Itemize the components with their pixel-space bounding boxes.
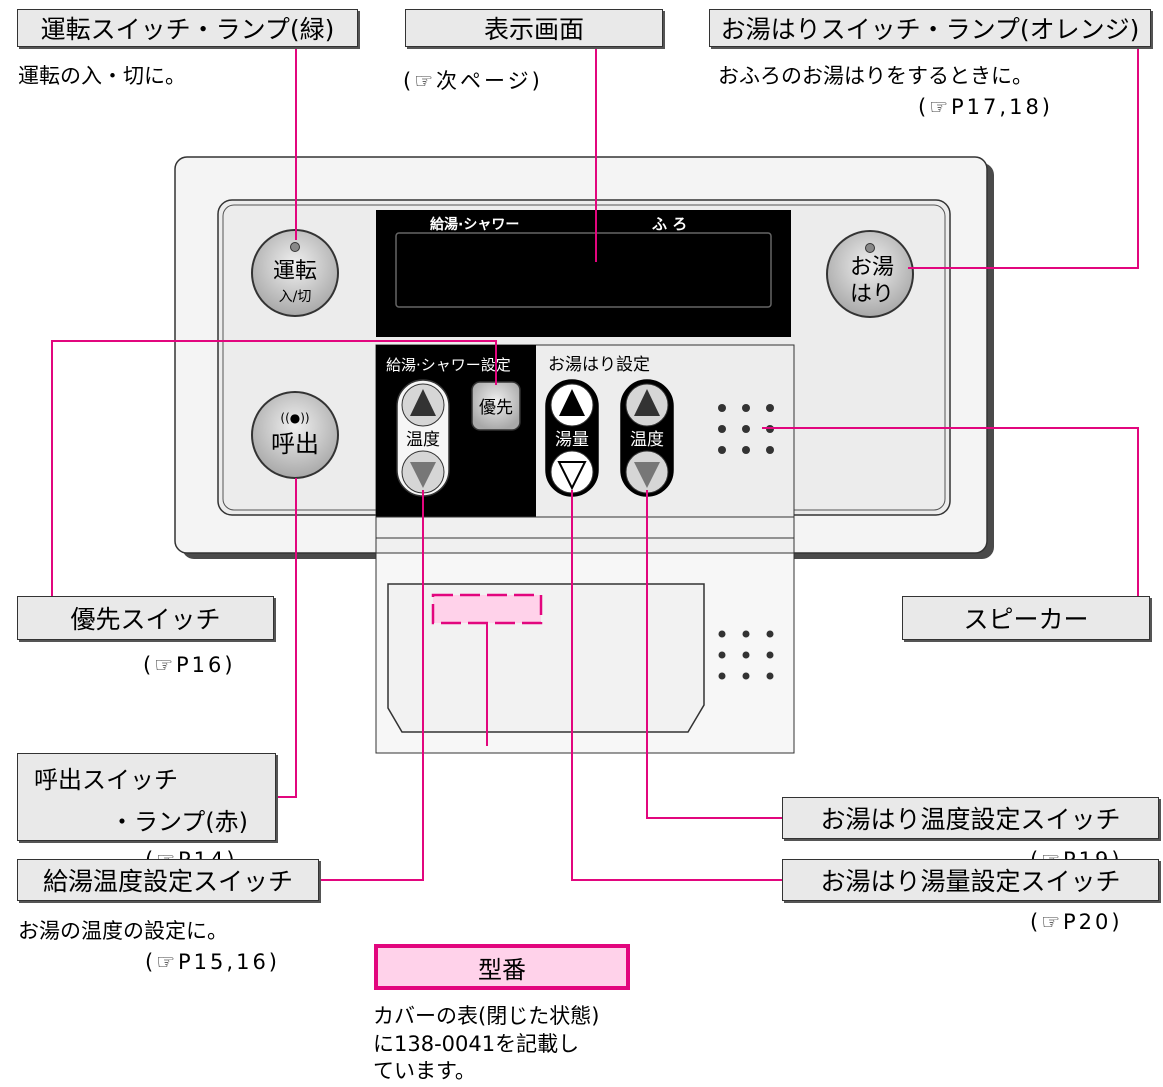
supply-temp-switch-ref: (☞P15,16) <box>145 950 280 974</box>
fill-volume-switch-ref: (☞P20) <box>1030 910 1123 934</box>
fill-section-title: お湯はり設定 <box>548 355 650 375</box>
model-description-line1: カバーの表(閉じた状態) <box>373 1004 600 1028</box>
fill-temp-down-icon <box>634 462 660 488</box>
call-switch-label-line1: 呼出スイッチ <box>34 766 178 794</box>
priority-switch-label: 優先スイッチ <box>17 596 274 640</box>
call-switch-label-line2: ・ランプ(赤) <box>110 808 249 836</box>
power-switch-label: 運転スイッチ・ランプ(緑) <box>17 9 358 47</box>
priority-button-label: 優先 <box>479 398 513 418</box>
model-description-line2: に138-0041を記載し <box>373 1032 580 1056</box>
model-number-label: 型番 <box>374 944 630 990</box>
call-button[interactable]: ((●)) 呼出 <box>251 391 339 479</box>
power-button-sublabel: 入/切 <box>279 289 312 305</box>
fill-button-sublabel: はり <box>850 282 894 307</box>
display-screen-label: 表示画面 <box>405 9 663 47</box>
fill-switch-label: お湯はりスイッチ・ランプ(オレンジ) <box>709 9 1151 47</box>
fill-temp-switch-label: お湯はり温度設定スイッチ <box>782 797 1159 839</box>
supply-temp-label: 温度 <box>406 430 440 450</box>
fill-button[interactable]: お湯 はり <box>826 230 914 318</box>
fill-volume-label: 湯量 <box>555 430 589 450</box>
model-number-location <box>431 593 543 625</box>
speaker-label: スピーカー <box>902 596 1150 640</box>
leader-speaker <box>762 427 1139 597</box>
fill-volume-down-icon <box>557 461 587 491</box>
leader-supply-temp2 <box>318 490 424 881</box>
fill-temp-up-icon <box>634 389 660 416</box>
call-switch-label: 呼出スイッチ ・ランプ(赤) <box>17 753 276 841</box>
priority-switch-ref: (☞P16) <box>143 653 236 677</box>
call-button-label: 呼出 <box>271 430 319 458</box>
screen-header-left: 給湯·シャワー <box>430 216 519 233</box>
cover <box>375 516 795 754</box>
leader-fill-volume <box>571 490 782 881</box>
supply-temp-down-icon <box>410 462 436 488</box>
fill-switch-ref: (☞P17,18) <box>918 95 1053 119</box>
display-screen: 給湯·シャワー ふ ろ <box>376 210 791 337</box>
screen-header-right: ふ ろ <box>652 215 687 233</box>
leader-fill <box>908 45 1139 269</box>
display-screen-ref: (☞次ページ) <box>403 69 543 93</box>
leader-call <box>276 478 297 798</box>
call-icon: ((●)) <box>280 411 309 425</box>
power-button-label: 運転 <box>273 259 317 284</box>
supply-temp-up-icon <box>410 389 436 416</box>
power-button[interactable]: 運転 入/切 <box>251 229 339 317</box>
leader-fill-temp <box>646 490 782 819</box>
fill-temp-switch[interactable]: 温度 <box>620 379 674 497</box>
supply-temp-switch[interactable]: 温度 <box>396 379 450 497</box>
leader-lines <box>51 45 1139 881</box>
leader-priority <box>51 340 497 597</box>
priority-button[interactable]: 優先 <box>471 381 521 431</box>
fill-volume-switch[interactable]: 湯量 <box>545 379 599 497</box>
fill-volume-up-icon <box>559 389 585 416</box>
fill-volume-switch-label: お湯はり湯量設定スイッチ <box>782 859 1159 901</box>
fill-button-label: お湯 <box>850 255 894 280</box>
cover-speaker-holes <box>718 630 774 680</box>
supply-section-title: 給湯·シャワー設定 <box>386 356 511 374</box>
model-description-line3: ています。 <box>373 1059 476 1083</box>
fill-temp-label: 温度 <box>630 430 664 450</box>
fill-switch-description: おふろのお湯はりをするときに。 <box>718 64 1033 88</box>
power-switch-description: 運転の入・切に。 <box>18 64 186 88</box>
supply-temp-switch-description: お湯の温度の設定に。 <box>18 919 228 943</box>
supply-temp-switch-label: 給湯温度設定スイッチ <box>17 859 319 901</box>
